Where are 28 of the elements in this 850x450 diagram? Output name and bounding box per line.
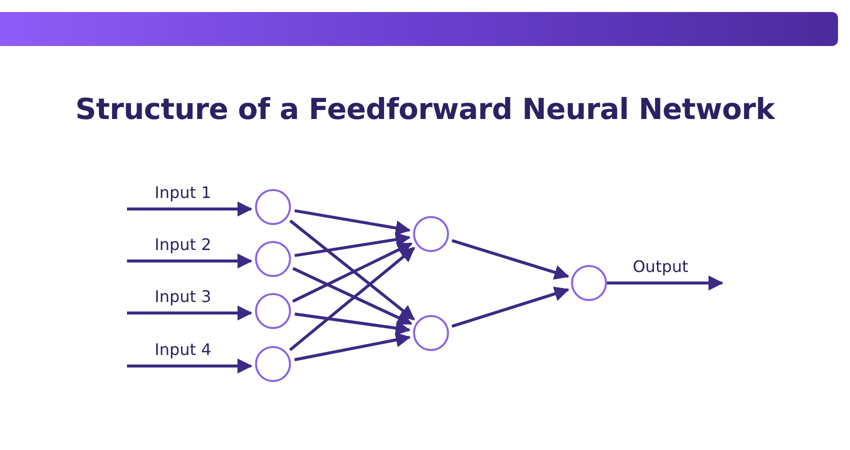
arrow [294,332,411,362]
edge-label: Output [632,257,688,276]
neuron-circle [571,265,607,301]
neuron-circle [413,216,449,252]
diagram-title: Structure of a Feedforward Neural Network [74,92,776,126]
arrow [292,266,412,326]
arrow [289,220,415,320]
neuron-circle [255,293,291,329]
arrow [127,306,252,320]
arrow [127,254,252,268]
neuron-circle [413,315,449,351]
arrow [292,242,413,303]
arrow [294,232,411,258]
arrow [607,276,724,290]
neuron-circle [255,189,291,225]
arrow [294,312,411,336]
arrow [127,358,252,374]
edge-label: Input 2 [154,235,212,254]
edge-label: Input 4 [154,340,212,359]
arrow [127,202,252,216]
neuron-circle [255,241,291,277]
arrow [452,239,570,280]
arrow [294,209,411,236]
arrow [289,246,416,352]
arrow [452,286,570,328]
edge-label: Input 3 [154,287,212,306]
neuron-circle [255,346,291,382]
edge-label: Input 1 [154,183,212,202]
